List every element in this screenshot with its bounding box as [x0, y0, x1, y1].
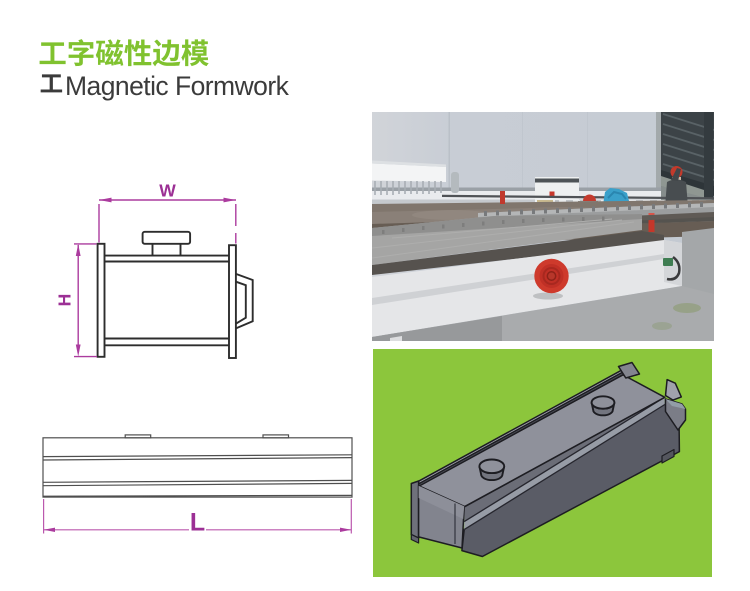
svg-text:L: L [190, 509, 205, 537]
svg-text:W: W [159, 181, 176, 201]
svg-text:H: H [55, 294, 75, 307]
